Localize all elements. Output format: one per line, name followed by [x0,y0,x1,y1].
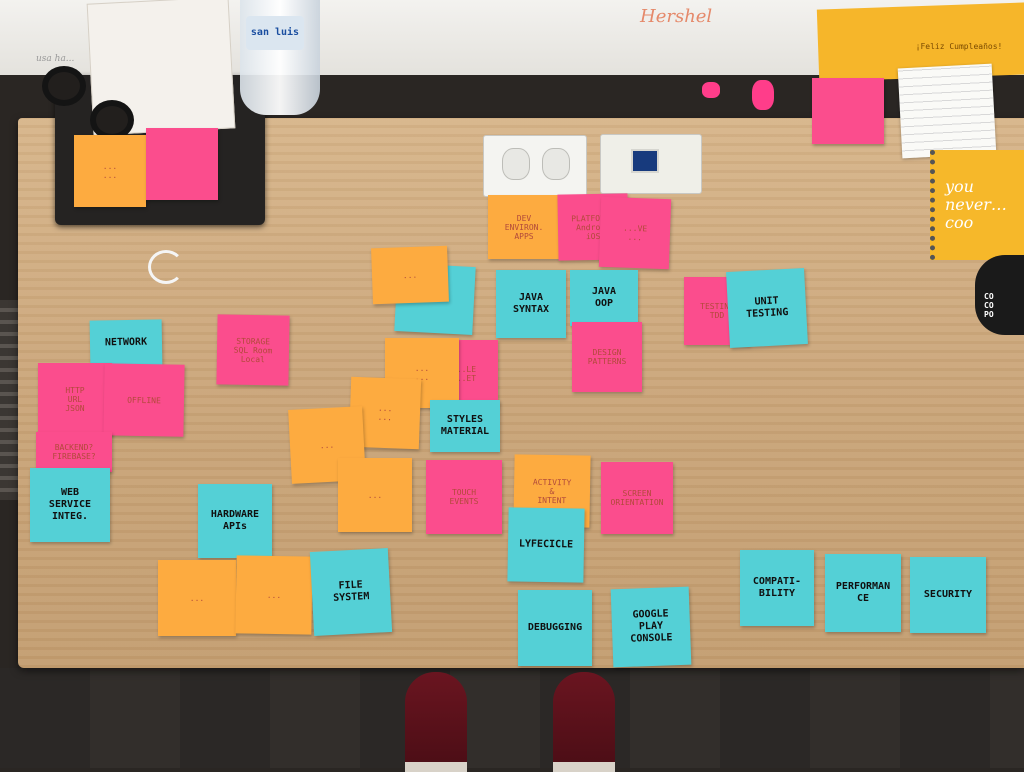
sticky-note[interactable]: HTTP URL JSON [38,363,112,435]
sticky-note[interactable]: COMPATI- BILITY [740,550,814,626]
sunglasses-lens-right [90,100,134,140]
sticky-note[interactable]: ... [371,245,449,305]
ethernet-port [631,149,659,173]
sticky-note[interactable]: TOUCH EVENTS [426,460,502,534]
sticky-note[interactable]: UNIT TESTING [726,268,808,348]
wall-logo-text: Hershel [640,6,713,27]
binder-text: ¡Feliz Cumpleaños! [915,42,1003,51]
sticky-note[interactable]: PERFORMAN CE [825,554,901,632]
shoe-right [553,672,615,772]
sticky-note[interactable]: GOOGLE PLAY CONSOLE [610,586,692,668]
sticky-note[interactable]: DEV ENVIRON. APPS [488,195,560,259]
sticky-note[interactable]: ... [338,458,412,532]
crumpled-note-2 [752,80,774,110]
sticky-note[interactable]: LYFECICLE [507,507,585,583]
mug-text: CO CO PO [984,292,994,319]
sticky-note[interactable]: BACKEND? FIREBASE? [36,432,112,472]
socket-right [542,148,570,180]
sticky-note[interactable]: DESIGN PATTERNS [572,322,642,392]
sticky-note[interactable]: ... [235,555,313,635]
sticky-note[interactable]: STYLES MATERIAL [430,400,500,452]
sticky-note[interactable]: JAVA OOP [570,270,638,326]
bag-text: usa ha... [36,54,75,64]
sticky-note[interactable]: ...VE ... [598,196,672,270]
crumpled-note-1 [702,82,720,98]
sticky-note[interactable] [146,128,218,200]
sticky-note[interactable]: FILE SYSTEM [309,548,393,636]
floor [0,668,1024,768]
paper-sheet [897,63,997,159]
sticky-note[interactable]: DEBUGGING [518,590,592,666]
cable-clip [148,250,184,284]
sticky-note[interactable]: WEB SERVICE INTEG. [30,468,110,542]
sticky-note[interactable]: JAVA SYNTAX [496,270,566,338]
notebook-text: you never… coo [945,177,1007,232]
sticky-note[interactable]: SECURITY [910,557,986,633]
network-jack [600,134,702,194]
sticky-note[interactable]: HARDWARE APIs [198,484,272,558]
yellow-notebook [930,150,1024,260]
shoe-left [405,672,467,772]
sticky-note[interactable]: ... [158,560,236,636]
black-mug [975,255,1024,335]
sticky-note[interactable] [812,78,884,144]
sticky-note[interactable]: STORAGE SQL Room Local [216,314,290,386]
sticky-note[interactable]: OFFLINE [103,363,185,437]
sticky-note[interactable]: SCREEN ORIENTATION [601,462,673,534]
side-shelf [0,300,22,500]
sunglasses-lens-left [42,66,86,106]
sticky-note[interactable]: ... ... [74,135,146,207]
socket-left [502,148,530,180]
sticky-note[interactable]: NETWORK [89,319,163,367]
bottle-label: san luis [246,16,304,50]
power-outlet [483,135,587,197]
